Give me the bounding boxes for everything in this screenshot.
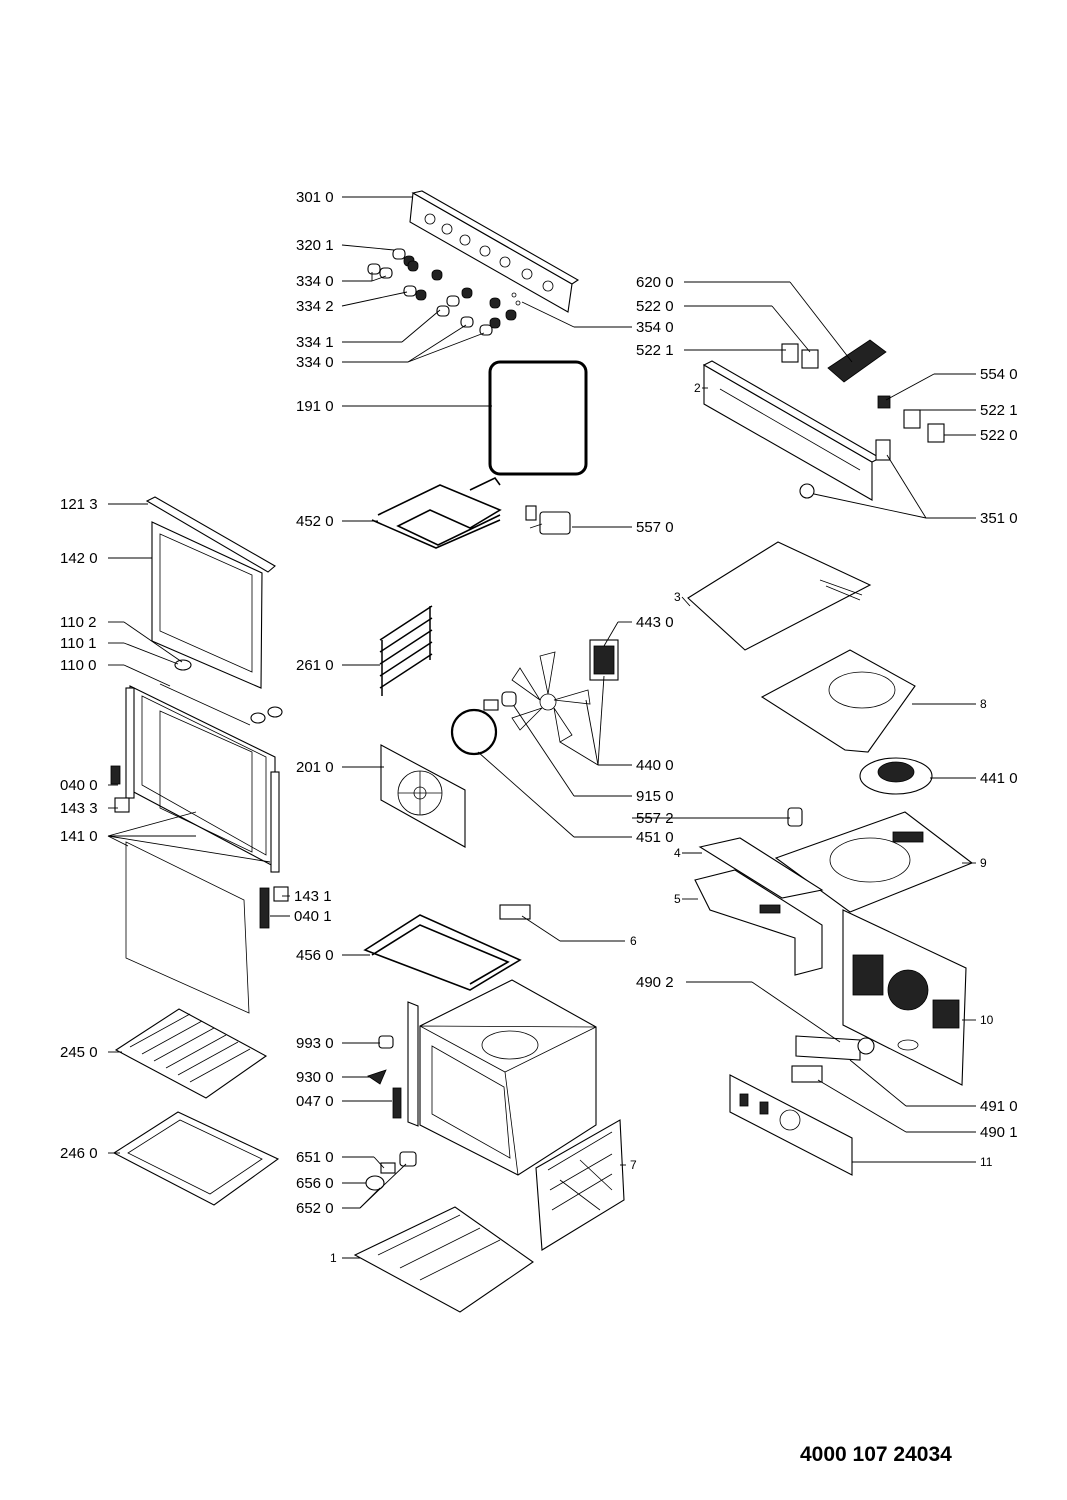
callout-191-0: 191 0 — [296, 398, 334, 415]
baking-tray-part — [112, 1111, 280, 1206]
callout-143-3: 143 3 — [60, 800, 98, 817]
callout-121-3: 121 3 — [60, 496, 98, 513]
door-top-trim-part — [145, 496, 276, 573]
control-bracket-part — [702, 360, 882, 501]
inner-door-glass-part — [125, 841, 250, 1014]
callout-351-0: 351 0 — [980, 510, 1018, 527]
callout-11: 11 — [980, 1155, 993, 1169]
fan-hub-part — [501, 691, 517, 707]
callout-142-0: 142 0 — [60, 550, 98, 567]
document-number: 4000 107 24034 — [800, 1443, 952, 1466]
fan-motor-part — [589, 639, 619, 681]
callout-301-0: 301 0 — [296, 189, 334, 206]
callout-334-0-lower: 334 0 — [296, 354, 334, 371]
callout-656-0: 656 0 — [296, 1175, 334, 1192]
callout-554-0: 554 0 — [980, 366, 1018, 383]
callout-620-0: 620 0 — [636, 274, 674, 291]
outer-door-glass-part — [151, 521, 263, 689]
callout-652-0: 652 0 — [296, 1200, 334, 1217]
callout-522-1-lower: 522 1 — [980, 402, 1018, 419]
callout-10: 10 — [980, 1013, 994, 1027]
callout-993-0: 993 0 — [296, 1035, 334, 1052]
callout-334-1: 334 1 — [296, 334, 334, 351]
oven-cavity-part — [407, 979, 597, 1176]
callout-522-0-lower: 522 0 — [980, 427, 1018, 444]
thermostat-part — [525, 505, 571, 535]
top-cover-part — [687, 541, 872, 651]
hinge-disc-part — [174, 659, 192, 671]
leader-lines — [107, 196, 976, 1259]
grill-element-part — [371, 476, 502, 549]
callout-040-1: 040 1 — [294, 908, 332, 925]
door-seal-part — [488, 360, 588, 476]
control-panel-part — [409, 190, 580, 313]
wire-rack-part — [114, 1008, 268, 1099]
callout-1: 1 — [330, 1251, 337, 1265]
lower-bracket-part — [729, 1074, 853, 1176]
cooling-fan-part — [859, 757, 933, 795]
callout-3: 3 — [674, 590, 681, 604]
fan-blade-part — [511, 651, 591, 743]
callout-246-0: 246 0 — [60, 1145, 98, 1162]
duct-bracket-part — [694, 869, 823, 976]
control-knobs-part — [367, 248, 521, 336]
callout-245-0: 245 0 — [60, 1044, 98, 1061]
callout-2: 2 — [694, 381, 701, 395]
fan-plate-part — [774, 811, 974, 913]
callout-490-1: 490 1 — [980, 1124, 1018, 1141]
callout-320-1: 320 1 — [296, 237, 334, 254]
callout-440-0: 440 0 — [636, 757, 674, 774]
callout-040-0: 040 0 — [60, 777, 98, 794]
callout-143-1: 143 1 — [294, 888, 332, 905]
callout-443-0: 443 0 — [636, 614, 674, 631]
callout-441-0: 441 0 — [980, 770, 1018, 787]
callout-110-2: 110 2 — [60, 614, 96, 631]
callout-5: 5 — [674, 892, 681, 906]
callout-201-0: 201 0 — [296, 759, 334, 776]
rear-fan-cover-part — [380, 744, 466, 848]
callout-452-0: 452 0 — [296, 513, 334, 530]
small-parts-part — [365, 1035, 417, 1191]
callout-9: 9 — [980, 856, 987, 870]
inner-door-part — [110, 683, 280, 873]
back-panel-part — [842, 909, 967, 1086]
callout-557-2: 557 2 — [636, 810, 674, 827]
connector-part — [791, 1065, 823, 1083]
callout-8: 8 — [980, 697, 987, 711]
lower-element-part — [363, 914, 522, 991]
terminal-block-part — [795, 1035, 875, 1061]
callout-334-0-upper: 334 0 — [296, 273, 334, 290]
callout-930-0: 930 0 — [296, 1069, 334, 1086]
fan-housing-part — [760, 649, 916, 753]
callout-522-0-upper: 522 0 — [636, 298, 674, 315]
callout-522-1-upper: 522 1 — [636, 342, 674, 359]
callout-110-0: 110 0 — [60, 657, 96, 674]
hinge-part — [259, 886, 289, 929]
switches-part — [781, 339, 945, 499]
callout-491-0: 491 0 — [980, 1098, 1018, 1115]
callout-557-0: 557 0 — [636, 519, 674, 536]
callout-915-0: 915 0 — [636, 788, 674, 805]
callout-labels: 301 0 320 1 334 0 334 2 334 1 334 0 354 … — [60, 189, 1018, 1265]
callout-451-0: 451 0 — [636, 829, 674, 846]
callout-334-2: 334 2 — [296, 298, 334, 315]
safety-thermostat-part — [787, 807, 803, 827]
air-duct-part — [698, 837, 824, 899]
side-panel-part — [535, 1119, 625, 1251]
callout-490-2: 490 2 — [636, 974, 674, 991]
callout-651-0: 651 0 — [296, 1149, 334, 1166]
callout-141-0: 141 0 — [60, 828, 98, 845]
shelf-runners-part — [379, 605, 433, 696]
callout-110-1: 110 1 — [60, 635, 96, 652]
callout-7: 7 — [630, 1158, 637, 1172]
callout-261-0: 261 0 — [296, 657, 334, 674]
callout-047-0: 047 0 — [296, 1093, 334, 1110]
callout-354-0: 354 0 — [636, 319, 674, 336]
bottom-plate-part — [353, 1206, 534, 1313]
callout-6: 6 — [630, 934, 637, 948]
callout-456-0: 456 0 — [296, 947, 334, 964]
circular-heater-part — [450, 708, 498, 756]
callout-4: 4 — [674, 846, 681, 860]
